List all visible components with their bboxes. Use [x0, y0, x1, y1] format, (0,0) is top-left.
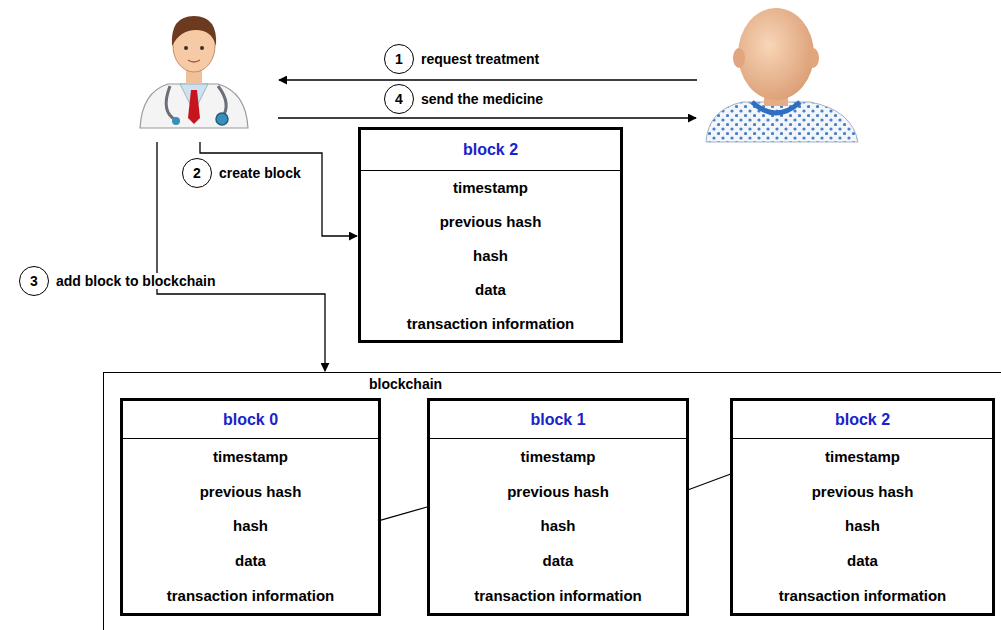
block-field: timestamp [430, 439, 686, 474]
callout-step: 4 send the medicine [384, 84, 545, 114]
block-field: transaction information [123, 578, 378, 613]
step-label: create block [217, 165, 303, 181]
block-field: hash [361, 239, 620, 273]
block-field: transaction information [361, 306, 620, 340]
block-box: block 0timestampprevious hashhashdatatra… [120, 398, 381, 616]
step-label: send the medicine [419, 91, 545, 107]
step-label: add block to blockchain [54, 273, 217, 289]
block-field: previous hash [123, 474, 378, 509]
medicine-arrow [278, 117, 696, 118]
create-block-arrow [200, 142, 357, 236]
callout-step: 1 request treatment [384, 44, 541, 74]
request-arrow [279, 79, 697, 80]
add-block-arrow [157, 142, 325, 371]
block-field: hash [733, 509, 992, 544]
block-field: data [361, 272, 620, 306]
block-field: hash [123, 509, 378, 544]
block-title: block 1 [430, 401, 686, 439]
patient-figure [706, 8, 858, 142]
block-field: transaction information [430, 578, 686, 613]
block-field: previous hash [361, 205, 620, 239]
block-field: data [123, 543, 378, 578]
block-field: hash [430, 509, 686, 544]
block-box: block 2timestampprevious hashhashdatatra… [358, 127, 623, 343]
callout-number: 4 [384, 84, 414, 114]
callout-number: 2 [182, 158, 212, 188]
block-field: timestamp [361, 171, 620, 205]
block-field: transaction information [733, 578, 992, 613]
block-field: previous hash [430, 474, 686, 509]
callout-step: 2 create block [182, 158, 303, 188]
block-box: block 1timestampprevious hashhashdatatra… [427, 398, 689, 616]
region-label: blockchain [369, 376, 442, 392]
block-box: block 2timestampprevious hashhashdatatra… [730, 398, 995, 616]
block-field: timestamp [733, 439, 992, 474]
block-title: block 2 [361, 130, 620, 171]
doctor-figure [140, 16, 248, 128]
block-field: data [733, 543, 992, 578]
blockchain-region: block 0timestampprevious hashhashdatatra… [103, 372, 1001, 630]
chain-link [689, 474, 730, 489]
step-label: request treatment [419, 51, 541, 67]
block-field: data [430, 543, 686, 578]
callout-number: 1 [384, 44, 414, 74]
block-field: previous hash [733, 474, 992, 509]
chain-link [381, 507, 427, 520]
block-title: block 2 [733, 401, 992, 439]
block-field: timestamp [123, 439, 378, 474]
block-title: block 0 [123, 401, 378, 439]
callout-number: 3 [19, 266, 49, 296]
callout-step: 3 add block to blockchain [19, 266, 217, 296]
